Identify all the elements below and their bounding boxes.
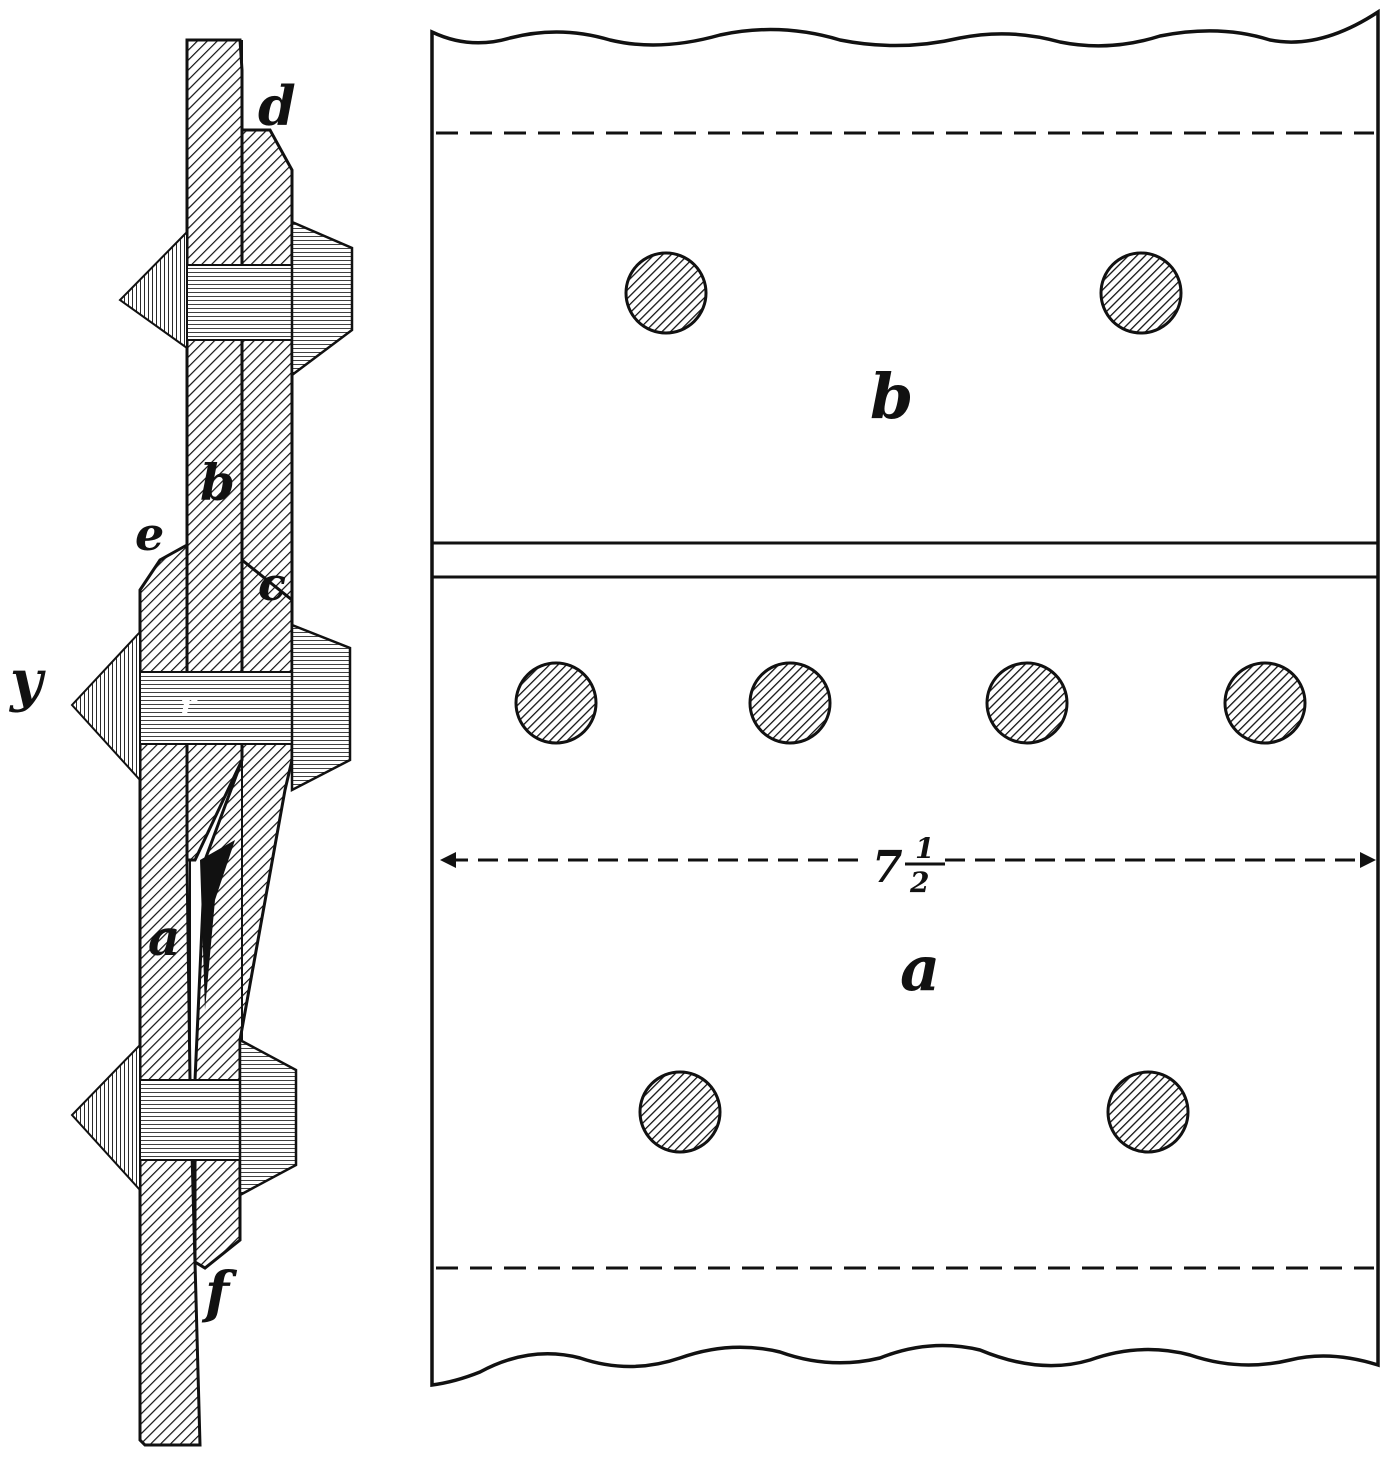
dimension-whole: 7 bbox=[872, 842, 903, 893]
rivet-bottom bbox=[70, 1037, 298, 1198]
label-c: c bbox=[258, 557, 286, 611]
arrow-left-icon bbox=[440, 852, 456, 868]
rivet-hole bbox=[985, 661, 1069, 745]
label-plate-a: a bbox=[900, 932, 940, 1005]
arrow-right-icon bbox=[1360, 852, 1376, 868]
rivet-middle bbox=[70, 623, 352, 793]
rivet-hole bbox=[1106, 1070, 1190, 1154]
rivet-hole bbox=[1223, 661, 1307, 745]
section-view: d b e c y r a f bbox=[8, 38, 354, 1447]
rivet-hole bbox=[514, 661, 598, 745]
rivet-top bbox=[118, 220, 354, 378]
label-e: e bbox=[135, 507, 164, 561]
label-a: a bbox=[148, 908, 180, 967]
label-y: y bbox=[8, 648, 46, 714]
rivet-holes bbox=[514, 251, 1307, 1154]
rivet-hole bbox=[1099, 251, 1183, 335]
dimension-denominator: 2 bbox=[909, 866, 929, 899]
rivet-hole bbox=[624, 251, 708, 335]
label-f: f bbox=[201, 1260, 238, 1326]
rivet-hole bbox=[638, 1070, 722, 1154]
label-d: d bbox=[258, 74, 296, 138]
label-r: r bbox=[180, 688, 198, 723]
plate-outline bbox=[430, 8, 1380, 1387]
width-dimension: 7 1 2 bbox=[440, 832, 1376, 899]
label-b: b bbox=[200, 453, 235, 512]
rivet-hole bbox=[748, 661, 832, 745]
dimension-numerator: 1 bbox=[915, 832, 934, 865]
label-plate-b: b bbox=[870, 360, 913, 433]
plan-view: 7 1 2 b a bbox=[430, 8, 1380, 1387]
joggle-void bbox=[200, 840, 235, 1010]
